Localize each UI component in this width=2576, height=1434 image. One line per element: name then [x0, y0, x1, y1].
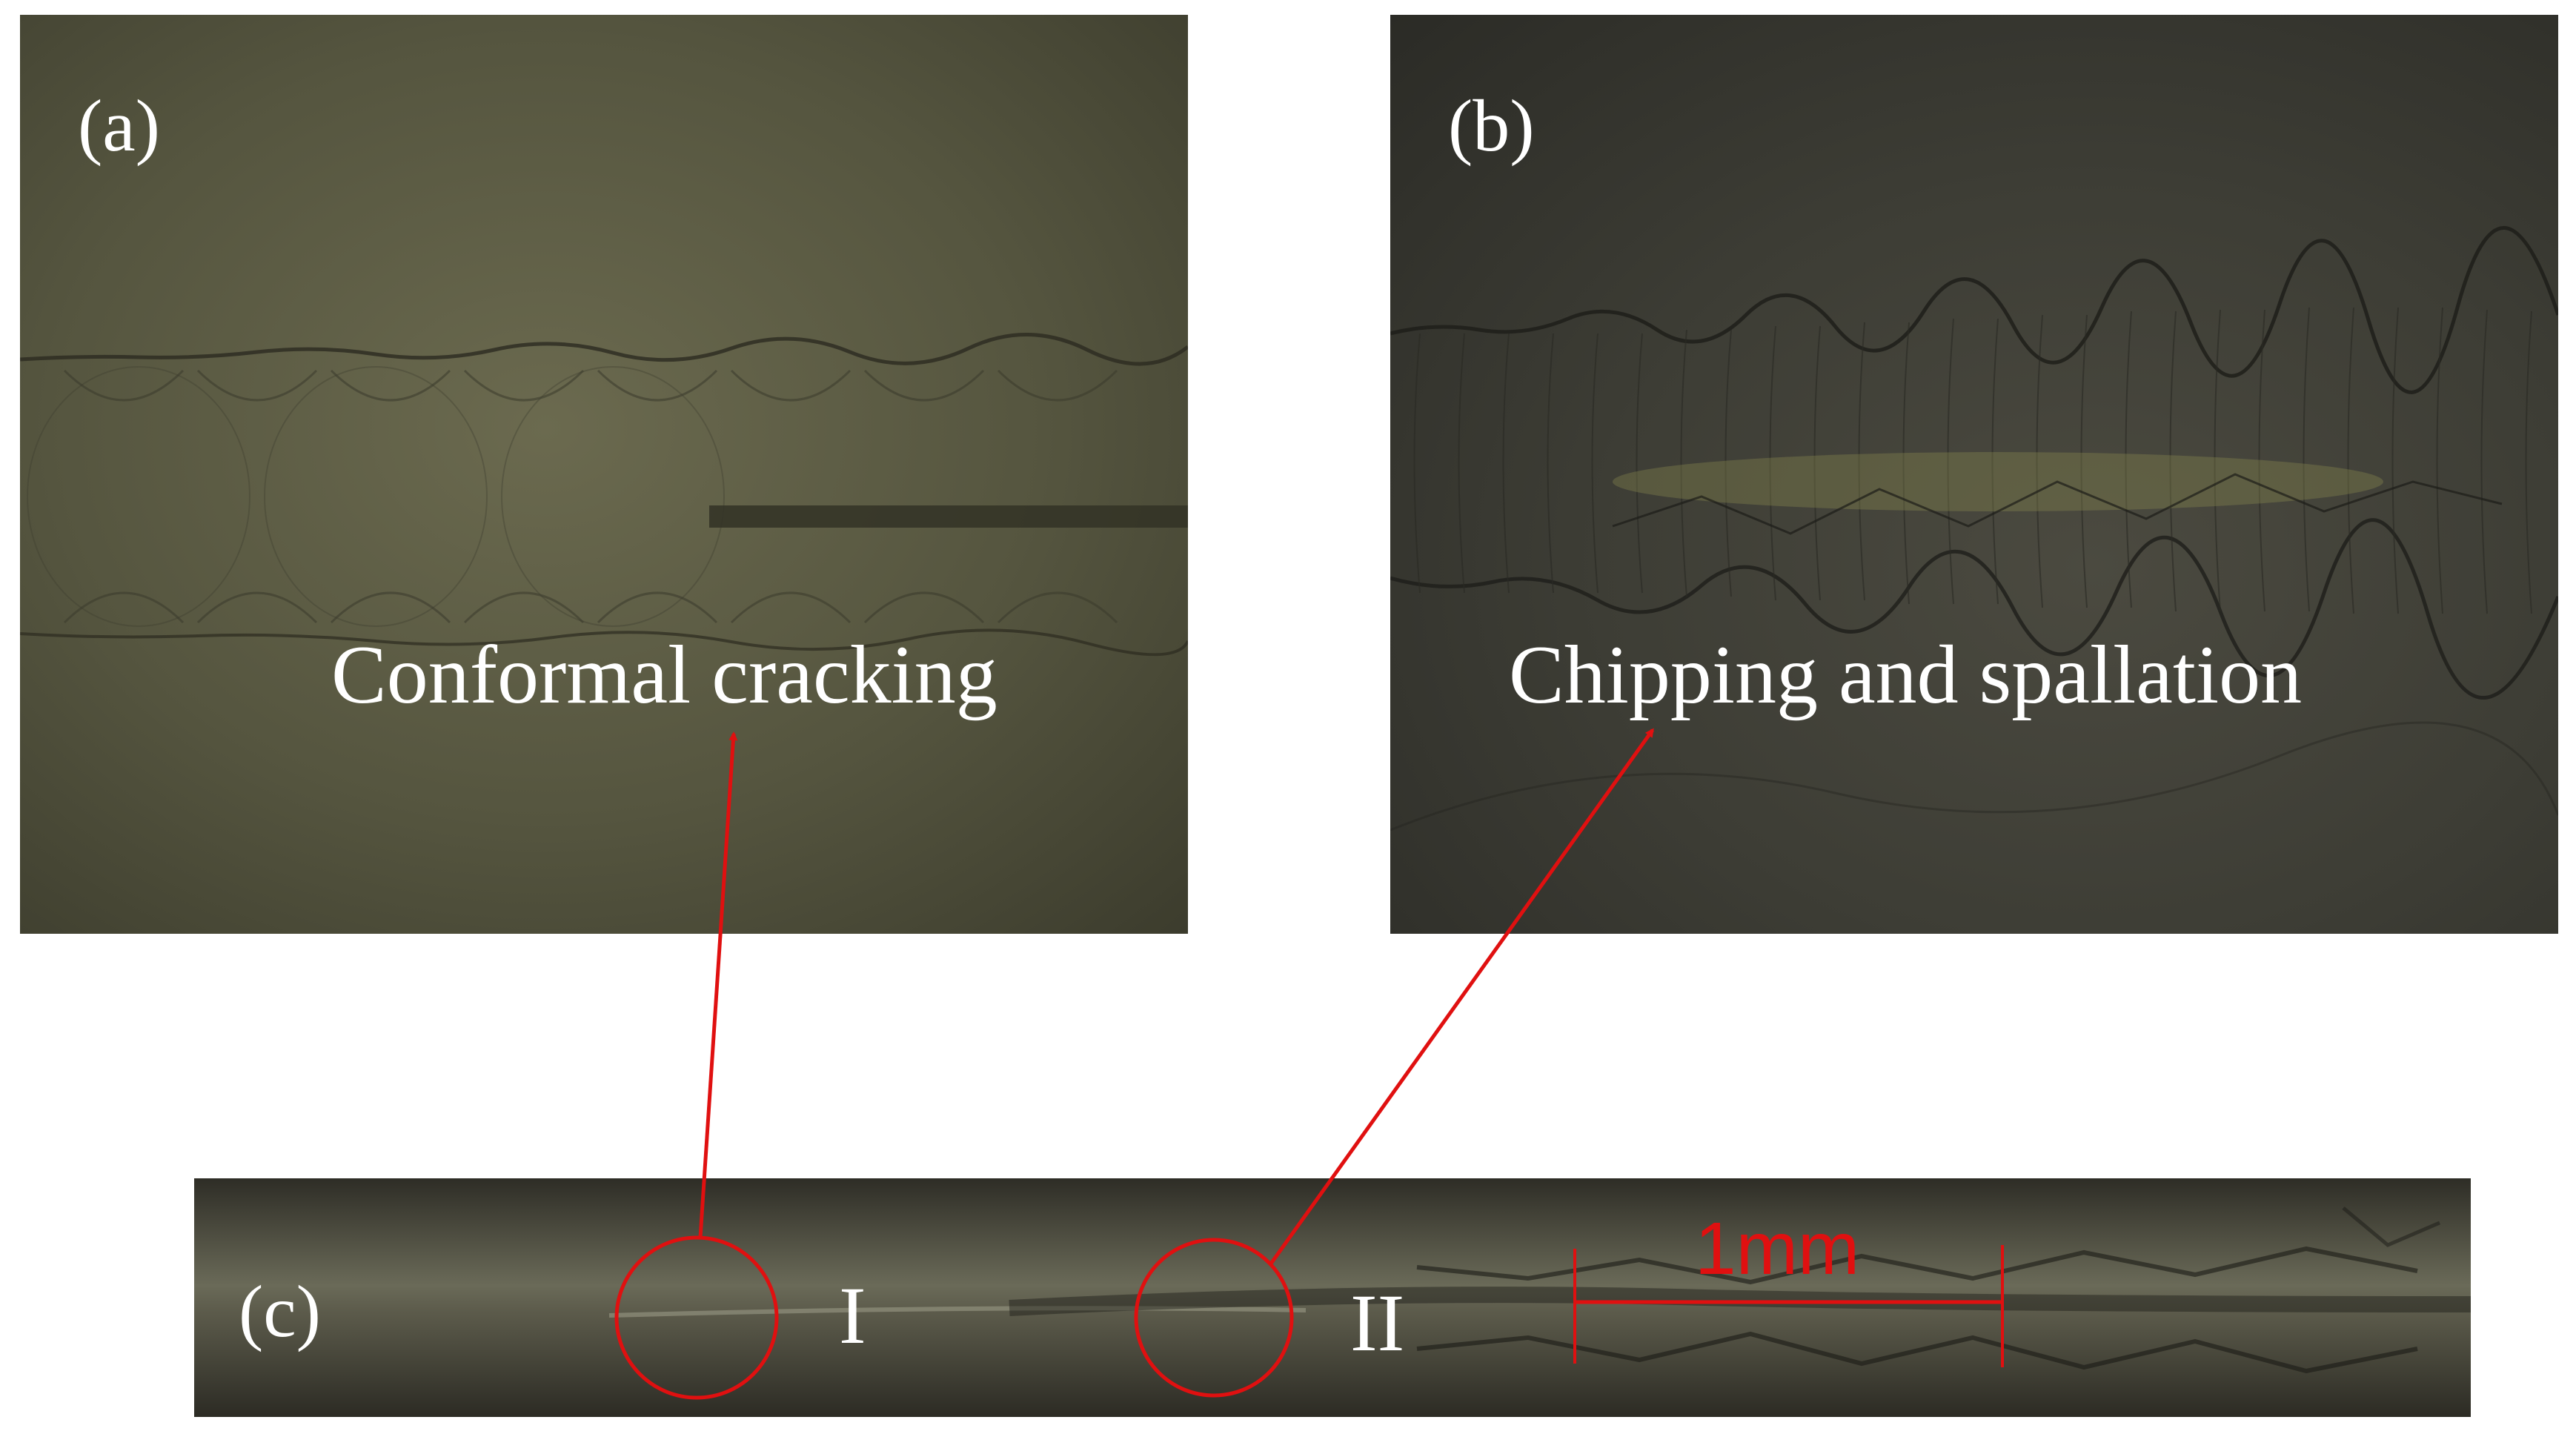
micrograph-panel-c: (c) I II 1mm: [194, 1178, 2471, 1417]
scratch-track-texture-c: [608, 1206, 2471, 1374]
panel-letter-a: (a): [78, 84, 160, 167]
arrow-to-panel-b: [1269, 728, 1655, 1265]
region-label-1: I: [839, 1270, 866, 1361]
region-circle-1: [614, 1235, 779, 1400]
caption-conformal-cracking: Conformal cracking: [331, 629, 997, 721]
region-circle-2: [1134, 1238, 1294, 1398]
panel-letter-b: (b): [1448, 84, 1535, 167]
crack-texture-a: [20, 333, 1188, 657]
spallation-texture-b: [1390, 226, 2558, 831]
region-label-2: II: [1350, 1278, 1405, 1368]
scale-bar-label: 1mm: [1695, 1207, 1860, 1290]
micrograph-panel-b: (b) Chipping and spallation: [1390, 15, 2558, 934]
arrow-to-panel-a: [698, 731, 738, 1238]
micrograph-panel-a: (a) Conformal cracking: [20, 15, 1188, 934]
caption-chipping-spallation: Chipping and spallation: [1509, 629, 2303, 721]
panel-letter-c: (c): [239, 1270, 321, 1352]
